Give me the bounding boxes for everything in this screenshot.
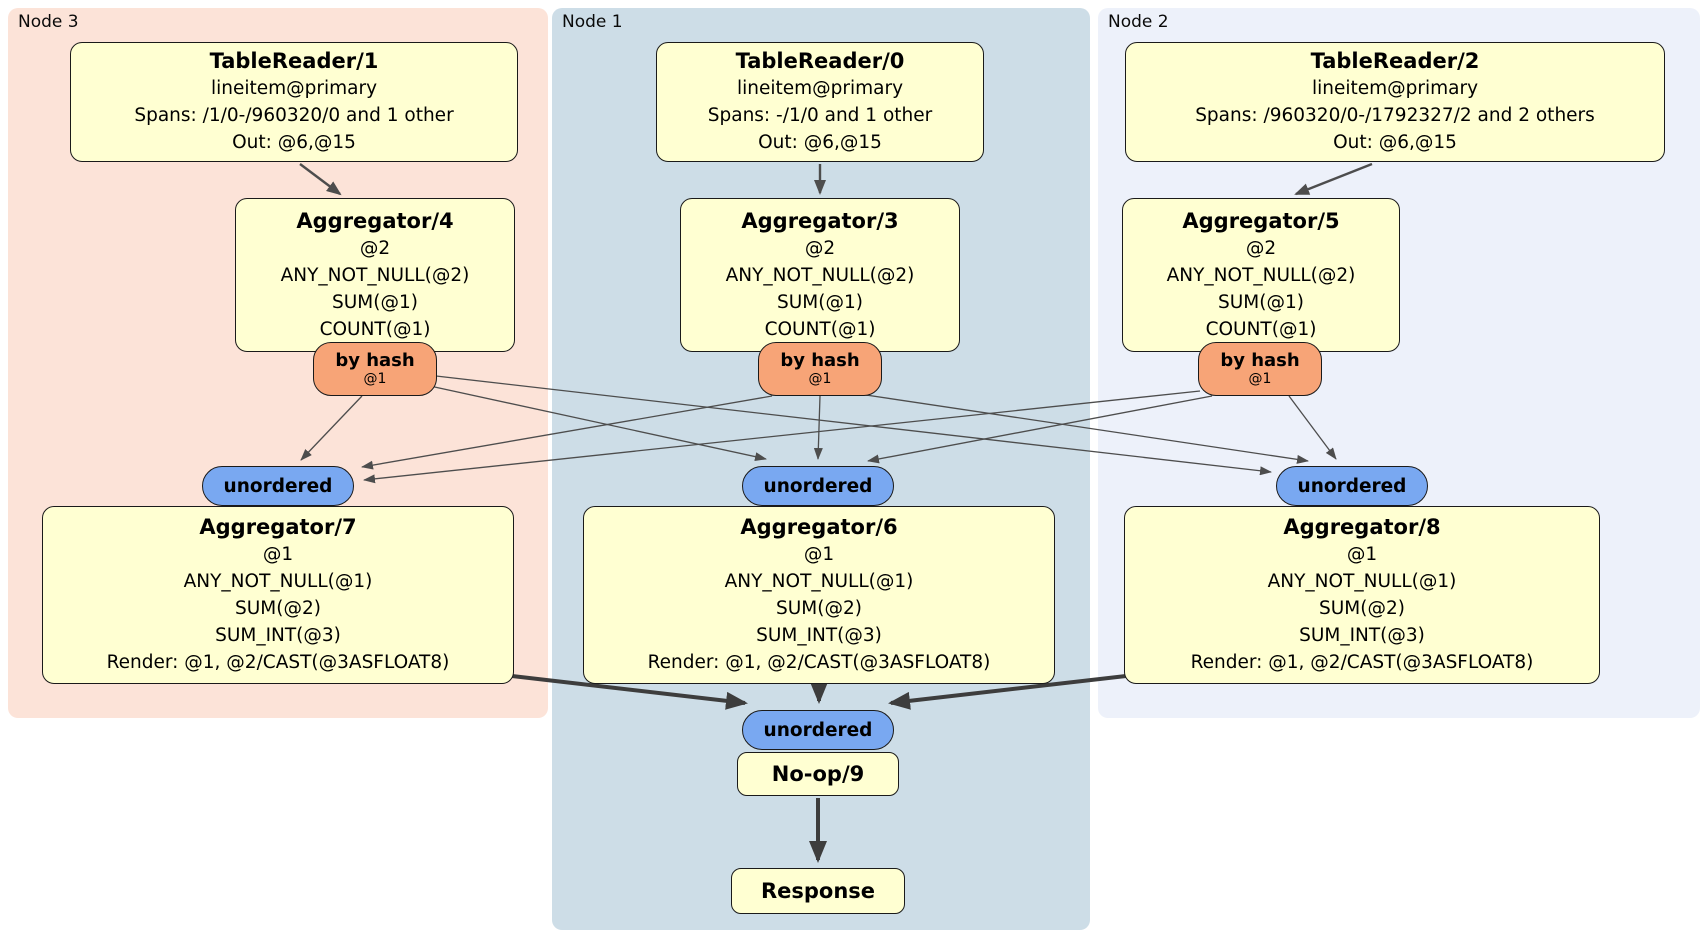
aggregator-3-box: Aggregator/3 @2 ANY_NOT_NULL(@2) SUM(@1)… (680, 198, 960, 352)
by-hash-router-label: by hash (780, 350, 860, 371)
aggregator-6-box: Aggregator/6 @1 ANY_NOT_NULL(@1) SUM(@2)… (583, 506, 1055, 684)
aggregator-5-box: Aggregator/5 @2 ANY_NOT_NULL(@2) SUM(@1)… (1122, 198, 1400, 352)
aggregator-3-fn: SUM(@1) (777, 291, 863, 313)
aggregator-8-title: Aggregator/8 (1283, 515, 1441, 539)
noop-box: No-op/9 (737, 752, 899, 796)
tablereader-1-box: TableReader/1 lineitem@primary Spans: /1… (70, 42, 518, 162)
response-box: Response (731, 868, 905, 914)
tablereader-0-box: TableReader/0 lineitem@primary Spans: -/… (656, 42, 984, 162)
unordered-sync-node2: unordered (1276, 466, 1428, 506)
tablereader-2-spans: Spans: /960320/0-/1792327/2 and 2 others (1195, 105, 1595, 126)
aggregator-7-title: Aggregator/7 (199, 515, 357, 539)
aggregator-5-groupcols: @2 (1245, 237, 1277, 259)
tablereader-2-out: Out: @6,@15 (1333, 132, 1457, 153)
region-label-node-1: Node 1 (562, 12, 623, 32)
aggregator-6-title: Aggregator/6 (740, 515, 898, 539)
aggregator-4-fn: SUM(@1) (332, 291, 418, 313)
aggregator-7-fn: SUM(@2) (235, 598, 321, 619)
aggregator-6-fn: ANY_NOT_NULL(@1) (724, 571, 914, 592)
by-hash-router-label: by hash (335, 350, 415, 371)
unordered-sync-node1: unordered (742, 466, 894, 506)
unordered-sync-node3: unordered (202, 466, 354, 506)
tablereader-2-box: TableReader/2 lineitem@primary Spans: /9… (1125, 42, 1665, 162)
aggregator-6-groupcols: @1 (803, 544, 835, 565)
tablereader-2-title: TableReader/2 (1310, 49, 1480, 73)
aggregator-7-groupcols: @1 (262, 544, 294, 565)
aggregator-8-fn: ANY_NOT_NULL(@1) (1267, 571, 1457, 592)
aggregator-5-fn: COUNT(@1) (1205, 318, 1317, 340)
aggregator-8-fn: SUM(@2) (1319, 598, 1405, 619)
tablereader-0-title: TableReader/0 (735, 49, 905, 73)
aggregator-7-fn: SUM_INT(@3) (215, 625, 341, 646)
aggregator-8-fn: SUM_INT(@3) (1299, 625, 1425, 646)
by-hash-router-node2: by hash @1 (1198, 342, 1322, 396)
aggregator-7-fn: ANY_NOT_NULL(@1) (183, 571, 373, 592)
aggregator-4-fn: COUNT(@1) (319, 318, 431, 340)
aggregator-7-box: Aggregator/7 @1 ANY_NOT_NULL(@1) SUM(@2)… (42, 506, 514, 684)
aggregator-5-fn: SUM(@1) (1218, 291, 1304, 313)
by-hash-router-key: @1 (808, 371, 832, 387)
region-label-node-2: Node 2 (1108, 12, 1169, 32)
aggregator-4-title: Aggregator/4 (296, 208, 454, 233)
tablereader-1-index: lineitem@primary (210, 78, 378, 99)
tablereader-0-out: Out: @6,@15 (758, 132, 882, 153)
aggregator-8-box: Aggregator/8 @1 ANY_NOT_NULL(@1) SUM(@2)… (1124, 506, 1600, 684)
tablereader-1-out: Out: @6,@15 (232, 132, 356, 153)
aggregator-5-fn: ANY_NOT_NULL(@2) (1166, 264, 1356, 286)
region-label-node-3: Node 3 (18, 12, 79, 32)
aggregator-3-groupcols: @2 (804, 237, 836, 259)
aggregator-4-box: Aggregator/4 @2 ANY_NOT_NULL(@2) SUM(@1)… (235, 198, 515, 352)
tablereader-2-index: lineitem@primary (1311, 78, 1479, 99)
aggregator-6-render: Render: @1, @2/CAST(@3ASFLOAT8) (647, 652, 991, 673)
aggregator-8-groupcols: @1 (1346, 544, 1378, 565)
aggregator-5-title: Aggregator/5 (1182, 208, 1340, 233)
aggregator-4-groupcols: @2 (359, 237, 391, 259)
aggregator-7-render: Render: @1, @2/CAST(@3ASFLOAT8) (106, 652, 450, 673)
tablereader-0-spans: Spans: -/1/0 and 1 other (707, 105, 933, 126)
aggregator-6-fn: SUM_INT(@3) (756, 625, 882, 646)
aggregator-3-title: Aggregator/3 (741, 208, 899, 233)
aggregator-4-fn: ANY_NOT_NULL(@2) (280, 264, 470, 286)
aggregator-3-fn: ANY_NOT_NULL(@2) (725, 264, 915, 286)
tablereader-1-spans: Spans: /1/0-/960320/0 and 1 other (134, 105, 454, 126)
by-hash-router-key: @1 (1248, 371, 1272, 387)
by-hash-router-node3: by hash @1 (313, 342, 437, 396)
tablereader-1-title: TableReader/1 (209, 49, 379, 73)
aggregator-3-fn: COUNT(@1) (764, 318, 876, 340)
aggregator-8-render: Render: @1, @2/CAST(@3ASFLOAT8) (1190, 652, 1534, 673)
aggregator-6-fn: SUM(@2) (776, 598, 862, 619)
unordered-sync-final: unordered (742, 710, 894, 750)
by-hash-router-key: @1 (363, 371, 387, 387)
by-hash-router-node1: by hash @1 (758, 342, 882, 396)
tablereader-0-index: lineitem@primary (736, 78, 904, 99)
by-hash-router-label: by hash (1220, 350, 1300, 371)
